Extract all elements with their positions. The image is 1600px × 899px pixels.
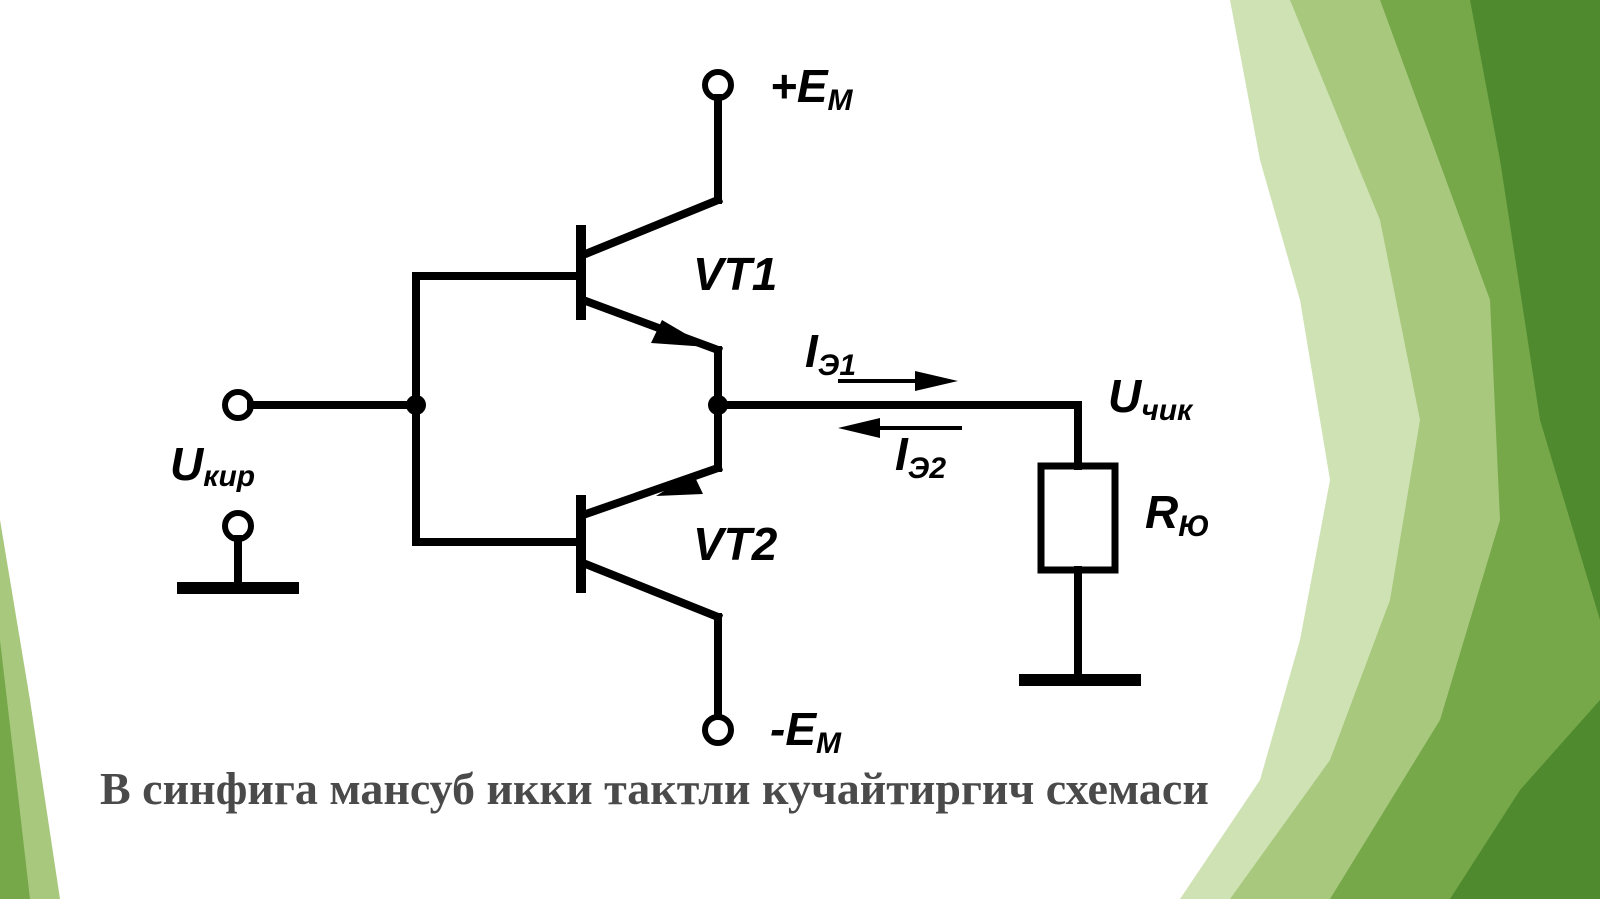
green-decoration-right [1180, 0, 1600, 899]
label-supply-pos: +EМ [770, 60, 854, 117]
label-load: RЮ [1145, 486, 1210, 543]
junction-dot-emitters [708, 395, 728, 415]
circuit-diagram [177, 69, 1141, 746]
label-vt1: VT1 [693, 248, 777, 300]
label-supply-neg: -EМ [770, 703, 842, 760]
label-input: Uкир [170, 438, 255, 493]
label-vt2: VT2 [693, 518, 778, 570]
green-decoration-left [0, 520, 60, 899]
label-output: Uчик [1108, 370, 1194, 427]
vt1-emitter-arrow [651, 320, 708, 347]
current1-arrowhead [915, 371, 958, 391]
circuit-marks [406, 320, 958, 496]
label-current1: IЭ1 [805, 325, 856, 382]
vt2-emitter-arrow [656, 473, 703, 496]
current2-arrowhead [838, 418, 880, 438]
load-resistor [1037, 462, 1119, 574]
label-current2: IЭ2 [895, 428, 946, 485]
slide-caption: В синфига мансуб икки тактли кучайтиргич… [100, 763, 1209, 814]
terminal-supply-neg [702, 714, 734, 746]
junction-dot-bases [406, 395, 426, 415]
